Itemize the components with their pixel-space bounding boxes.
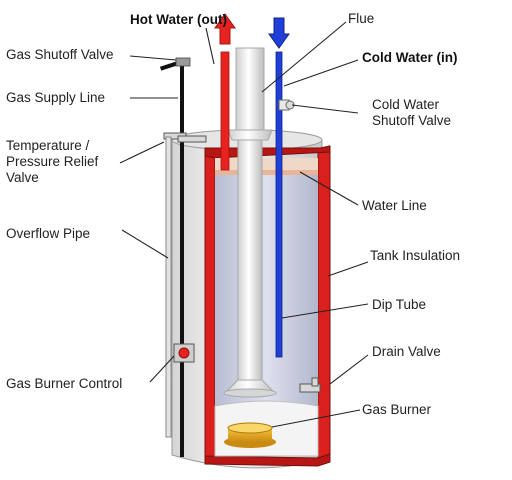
flue-pipe xyxy=(223,47,277,398)
gas-burner-control xyxy=(173,343,195,363)
hot-water-pipe xyxy=(220,51,230,171)
cold-water-shutoff-valve-label-line2: Shutoff Valve xyxy=(372,113,452,128)
water-line-label: Water Line xyxy=(362,198,427,213)
tp-relief-valve xyxy=(163,132,207,143)
gas-shutoff-valve-label: Gas Shutoff Valve xyxy=(6,47,114,62)
tank-water xyxy=(214,158,319,457)
tp-relief-valve-label-line1: Temperature / xyxy=(6,138,90,153)
gas-burner xyxy=(224,422,276,448)
dip-tube-label: Dip Tube xyxy=(372,297,427,312)
tp-relief-valve-label: Temperature / Pressure Relief Valve xyxy=(6,138,126,186)
gas-supply-line xyxy=(180,62,184,457)
dip-tube xyxy=(275,51,283,358)
gas-burner-control-label: Gas Burner Control xyxy=(6,376,123,391)
cold-water-label: Cold Water (in) xyxy=(362,50,458,65)
overflow-pipe-label: Overflow Pipe xyxy=(6,226,91,241)
hot-water-arrow xyxy=(214,13,236,45)
drain-valve xyxy=(299,377,321,393)
cold-water-arrow xyxy=(268,17,290,49)
drain-valve-label: Drain Valve xyxy=(372,344,441,359)
gas-shutoff-valve xyxy=(159,57,191,71)
overflow-pipe xyxy=(165,136,172,438)
cold-water-shutoff-valve xyxy=(278,99,295,111)
hot-water-label: Hot Water (out) xyxy=(130,12,227,27)
gas-supply-line-label: Gas Supply Line xyxy=(6,90,106,105)
tank-insulation-label: Tank Insulation xyxy=(370,248,461,263)
leader-lines xyxy=(119,21,369,428)
tp-relief-valve-label-line2: Pressure Relief xyxy=(6,154,99,169)
flue-label: Flue xyxy=(348,11,375,26)
tank-walls xyxy=(204,145,331,467)
cold-water-shutoff-valve-label-line1: Cold Water xyxy=(372,97,440,112)
cold-water-shutoff-valve-label: Cold Water Shutoff Valve xyxy=(372,97,492,129)
tp-relief-valve-label-line3: Valve xyxy=(6,170,39,185)
gas-burner-label: Gas Burner xyxy=(362,402,432,417)
